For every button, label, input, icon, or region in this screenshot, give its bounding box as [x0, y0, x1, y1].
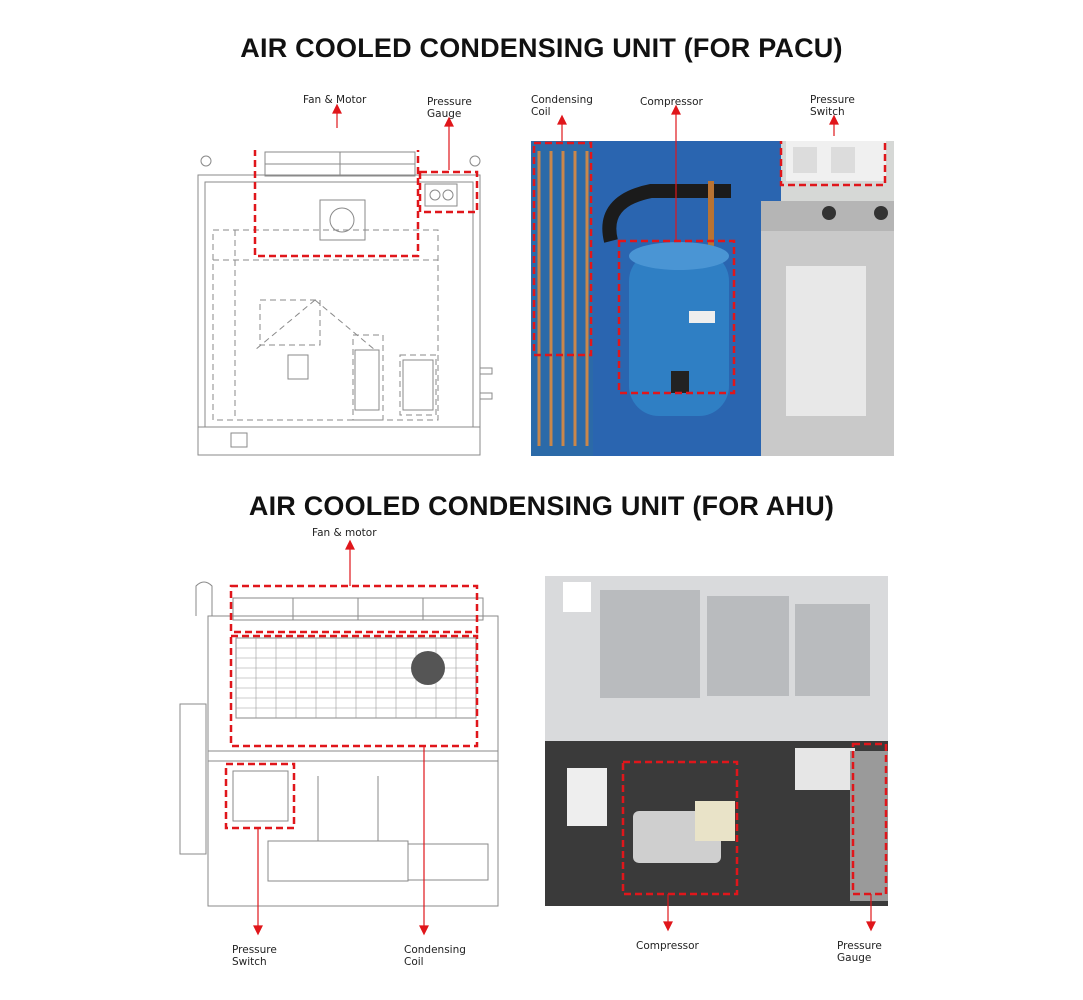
- label-compressor-pacu: Compressor: [640, 96, 703, 108]
- label-compressor-ahu: Compressor: [636, 940, 699, 952]
- label-fan-motor-pacu: Fan & Motor: [303, 94, 367, 106]
- ahu-drawing: [178, 576, 503, 911]
- section-title-pacu: AIR COOLED CONDENSING UNIT (FOR PACU): [240, 33, 843, 63]
- section-title-ahu: AIR COOLED CONDENSING UNIT (FOR AHU): [248, 491, 835, 521]
- label-pressure-gauge-pacu: Pressure Gauge: [427, 96, 472, 120]
- pacu-drawing: [195, 150, 495, 460]
- label-condensing-coil-ahu: Condensing Coil: [404, 944, 466, 968]
- label-pressure-switch-pacu: Pressure Switch: [810, 94, 855, 118]
- label-pressure-switch-ahu: Pressure Switch: [232, 944, 277, 968]
- pacu-photo: [531, 141, 894, 456]
- label-pressure-gauge-ahu: Pressure Gauge: [837, 940, 882, 964]
- label-condensing-coil-pacu: Condensing Coil: [531, 94, 593, 118]
- ahu-photo: [545, 576, 888, 906]
- label-fan-motor-ahu: Fan & motor: [312, 527, 377, 539]
